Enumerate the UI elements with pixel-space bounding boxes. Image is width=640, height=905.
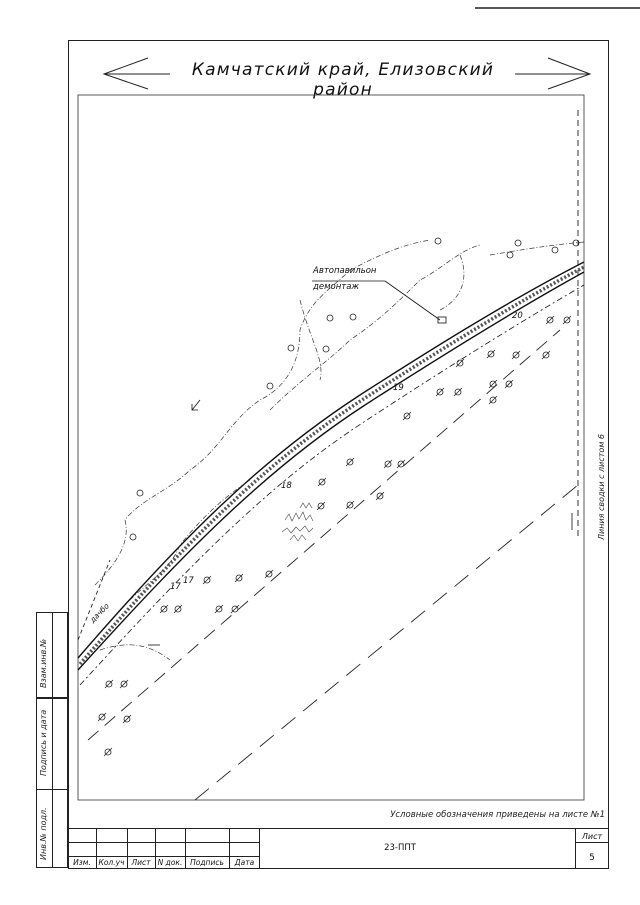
left-strip-divider xyxy=(52,612,68,868)
strip-label: Инв.№ подл. xyxy=(39,807,48,860)
column-header: Дата xyxy=(234,858,255,867)
column-header: Изм. xyxy=(73,858,91,867)
dashed-lines xyxy=(77,110,585,801)
sheet-col-line xyxy=(575,828,576,869)
callout-label-line2: демонтаж xyxy=(313,282,360,292)
direction-marks xyxy=(148,399,573,646)
legend-note: Условные обозначения приведены на листе … xyxy=(390,810,605,820)
scrub-cluster xyxy=(281,502,314,542)
column-header: Подпись xyxy=(190,858,224,867)
vegetation-boundaries xyxy=(94,239,585,661)
revision-col-line xyxy=(155,828,156,869)
tree-symbol-icon xyxy=(97,315,572,757)
revision-table xyxy=(68,828,260,869)
strip-label: Подпись и дата xyxy=(39,709,48,776)
callout-label-line1: Автопавильон xyxy=(313,266,377,276)
station-label: 17 xyxy=(170,582,181,592)
drawing-code: 23-ППТ xyxy=(384,843,416,853)
sheet-row-line xyxy=(575,842,609,843)
arrow-left-icon xyxy=(102,57,170,90)
station-label: 19 xyxy=(393,383,404,393)
revision-col-line xyxy=(185,828,186,869)
station-label: 17 xyxy=(183,576,194,586)
map-frame xyxy=(77,94,585,801)
revision-row-line xyxy=(68,856,260,857)
station-label: 20 xyxy=(512,311,523,321)
arrow-right-icon xyxy=(515,57,592,90)
column-header: N док. xyxy=(157,858,183,867)
strip-label: Взам.инв.№ xyxy=(39,638,48,688)
column-header: Кол.уч xyxy=(98,858,125,867)
match-line-label: Линия сводки с листом 6 xyxy=(597,434,606,540)
sheet-number: 5 xyxy=(589,853,595,863)
revision-col-line xyxy=(229,828,230,869)
revision-col-line xyxy=(127,828,128,869)
revision-row-line xyxy=(68,842,260,843)
station-label: 18 xyxy=(281,481,292,491)
sheet-label: Лист xyxy=(581,832,603,841)
circle-symbol-icon xyxy=(129,237,580,541)
bus-shelter-callout xyxy=(312,280,447,324)
main-road xyxy=(77,261,585,686)
column-header: Лист xyxy=(131,858,151,867)
revision-col-line xyxy=(96,828,97,869)
